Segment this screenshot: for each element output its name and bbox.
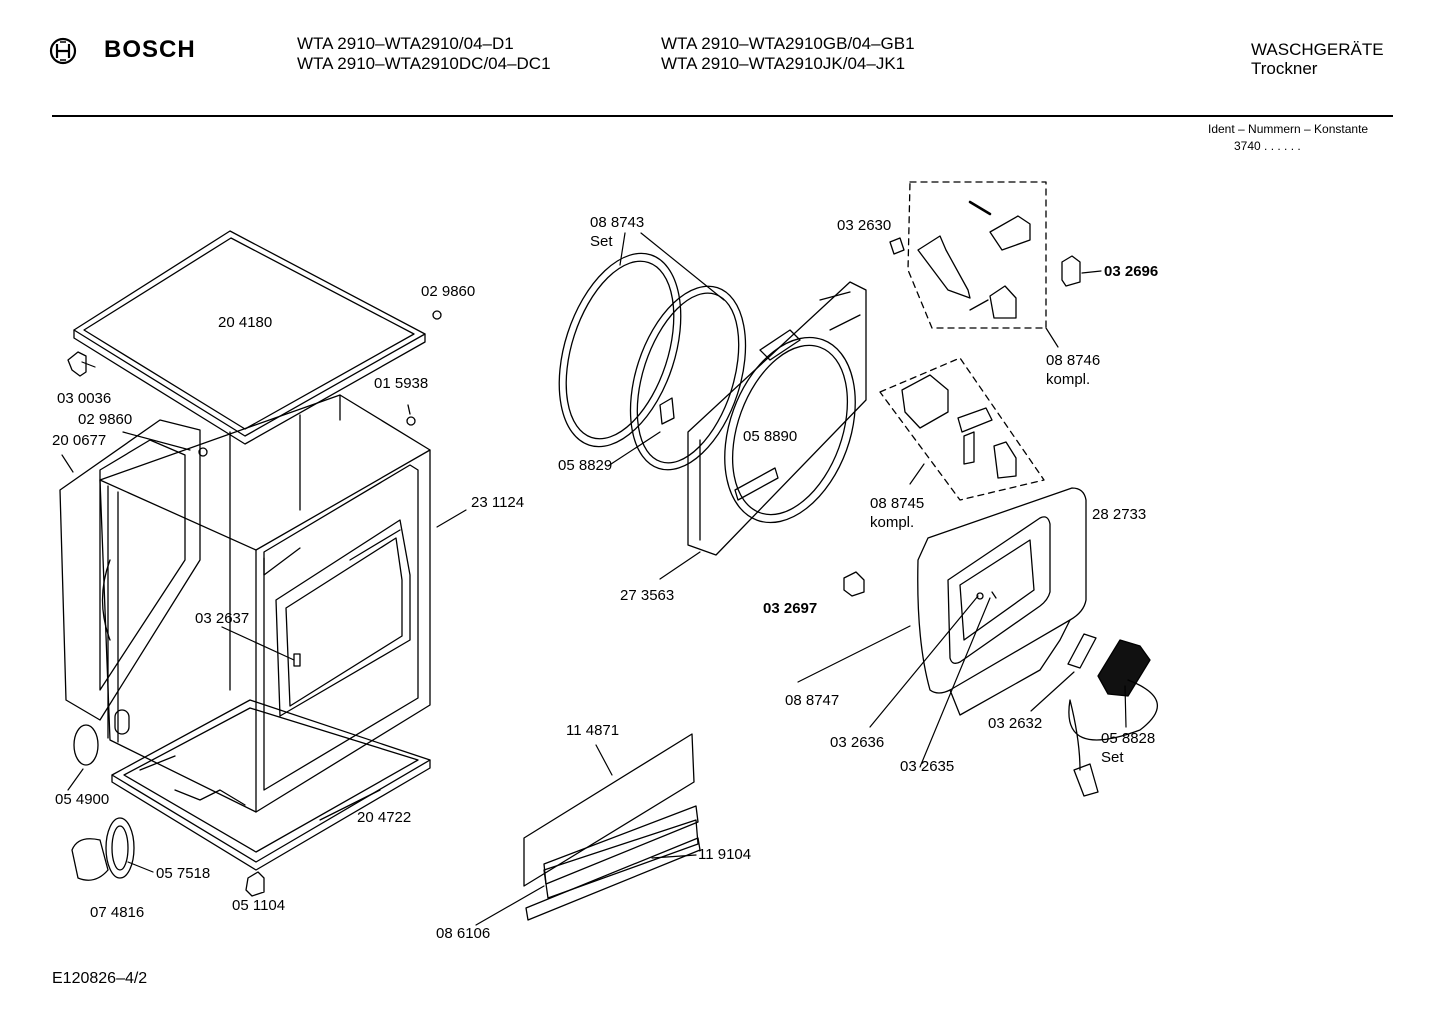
part-label: 03 2637 <box>195 610 250 627</box>
part-label: 08 6106 <box>436 925 491 942</box>
top-cover-drawing <box>73 230 426 445</box>
rear-panel-drawing <box>59 419 201 721</box>
part-label: 20 4180 <box>218 314 273 331</box>
bosch-logo-icon <box>48 36 78 66</box>
part-label: 07 4816 <box>90 904 145 921</box>
ident-value: 3740 . . . . . . <box>1234 139 1301 153</box>
part-label: 20 4722 <box>357 809 412 826</box>
cabinet-drawing <box>99 394 431 813</box>
part-label: 08 8747 <box>785 692 840 709</box>
door-frame-drawing <box>917 487 1087 716</box>
door-handle-drawing <box>1067 633 1158 797</box>
model-line-1: WTA 2910–WTA2910/04–D1 <box>297 34 514 53</box>
part-note: kompl. <box>1046 371 1091 388</box>
part-label: 11 4871 <box>566 722 620 739</box>
model-line-4: WTA 2910–WTA2910JK/04–JK1 <box>661 54 906 73</box>
subcategory-title: Trockner <box>1251 59 1318 78</box>
part-label: 05 8890 <box>743 428 798 445</box>
part-label: 03 0036 <box>57 390 112 407</box>
door-switch-drawing <box>843 571 865 597</box>
part-label: 03 2630 <box>837 217 892 234</box>
category-title: WASCHGERÄTE <box>1251 40 1384 59</box>
leader-lines <box>61 232 1127 926</box>
part-label: 08 8745 <box>870 495 925 512</box>
part-label: 11 9104 <box>698 846 752 863</box>
part-label: 20 0677 <box>52 432 107 449</box>
part-label: 08 8746 <box>1046 352 1101 369</box>
part-label: 05 1104 <box>232 897 286 914</box>
drum-seal-rings-drawing <box>558 252 747 471</box>
part-label: 08 8743 <box>590 214 645 231</box>
part-note: Set <box>590 233 613 250</box>
part-label: 03 2697 <box>763 600 818 617</box>
part-label: 01 5938 <box>374 375 429 392</box>
part-label: 23 1124 <box>471 494 525 511</box>
part-label: 28 2733 <box>1092 506 1147 523</box>
part-label: 03 2636 <box>830 734 885 751</box>
part-label: 05 7518 <box>156 865 211 882</box>
ident-title: Ident – Nummern – Konstante <box>1208 122 1369 136</box>
part-label: 03 2632 <box>988 715 1043 732</box>
drawing-code: E120826–4/2 <box>52 970 148 987</box>
header-rule <box>52 115 1393 117</box>
control-panel-trim-drawing <box>523 733 701 921</box>
switch-kit-drawing <box>879 357 1045 501</box>
model-line-2: WTA 2910–WTA2910DC/04–DC1 <box>297 54 551 73</box>
part-label: 03 2696 <box>1104 263 1159 280</box>
clip-drawing <box>67 310 442 457</box>
base-plate-drawing <box>111 699 431 871</box>
part-note: Set <box>1101 749 1124 766</box>
brand-name: BOSCH <box>104 36 196 63</box>
part-label: 02 9860 <box>78 411 133 428</box>
front-bulkhead-drawing <box>687 281 867 556</box>
part-label: 05 8828 <box>1101 730 1156 747</box>
door-lock-kit-drawing <box>889 181 1081 329</box>
part-label: 05 8829 <box>558 457 613 474</box>
part-label: 27 3563 <box>620 587 675 604</box>
part-label: 03 2635 <box>900 758 955 775</box>
model-line-3: WTA 2910–WTA2910GB/04–GB1 <box>661 34 915 53</box>
filter-parts-drawing <box>71 724 265 897</box>
part-label: 02 9860 <box>421 283 476 300</box>
part-label: 05 4900 <box>55 791 110 808</box>
part-note: kompl. <box>870 514 915 531</box>
